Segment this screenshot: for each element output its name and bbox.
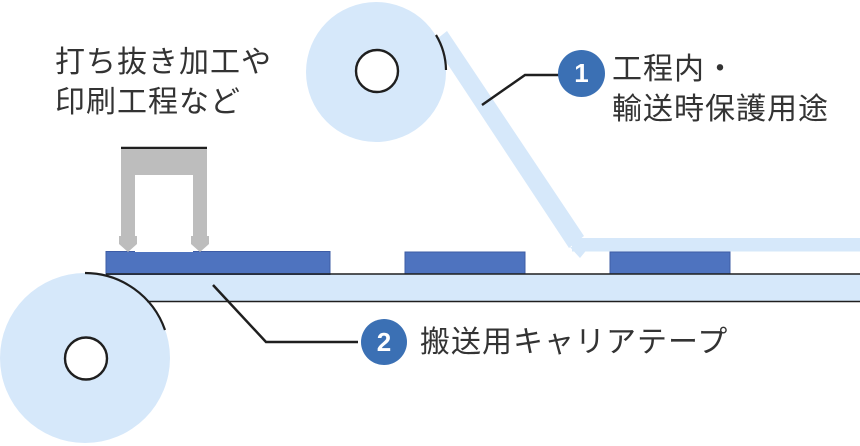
callout1-number: 1 <box>574 58 589 88</box>
bottom-roll-wrap-arc <box>84 271 167 331</box>
leader-line-callout2 <box>212 284 358 344</box>
callout2-label-text: 搬送用キャリアテープ <box>420 326 729 359</box>
bottom-roll-core <box>63 336 109 381</box>
process-label-line1: 打ち抜き加工や <box>55 46 272 79</box>
process-label-line2: 印刷工程など <box>55 86 241 119</box>
punch-tip-left <box>119 236 137 252</box>
punch-press-opening <box>135 175 193 252</box>
leader-line-callout1 <box>481 73 559 107</box>
product-segment-1 <box>105 251 331 275</box>
callout2-number: 2 <box>376 326 392 357</box>
punch-press-body <box>121 149 207 237</box>
product-segment-2 <box>404 251 526 275</box>
protective-tape-horizontal <box>572 238 860 252</box>
callout1-number-badge: 1 <box>558 50 605 97</box>
callout1-label: 工程内・ 輸送時保護用途 <box>612 50 829 130</box>
top-roll-core <box>354 48 400 94</box>
tape-junction-tab <box>570 247 589 258</box>
carrier-tape-band <box>106 274 860 302</box>
callout2-number-badge: 2 <box>361 319 407 365</box>
top-roll-peel-arc <box>435 34 448 71</box>
callout1-label-line2: 輸送時保護用途 <box>612 93 829 126</box>
callout2-label: 搬送用キャリアテープ <box>420 323 728 363</box>
protective-tape-strip <box>433 31 584 248</box>
callout1-label-line1: 工程内・ <box>612 53 736 86</box>
process-label: 打ち抜き加工や 印刷工程など <box>55 43 272 123</box>
punch-tip-right <box>191 236 209 252</box>
product-segment-3 <box>609 251 731 275</box>
